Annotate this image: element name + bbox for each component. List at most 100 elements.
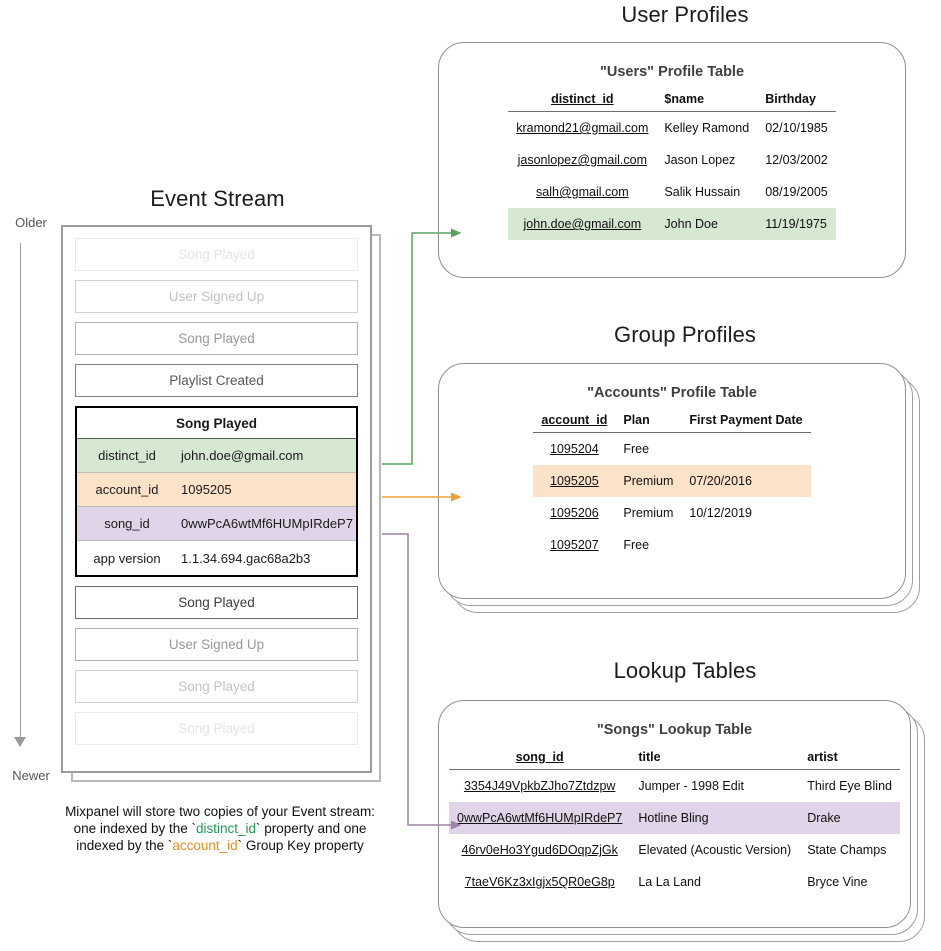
caption-token-distinct-id: distinct_id bbox=[195, 821, 257, 836]
event-property-value: 1.1.34.694.gac68a2b3 bbox=[181, 550, 311, 566]
event-list-item[interactable]: Song Played bbox=[75, 322, 358, 355]
table-cell: Kelley Ramond bbox=[664, 121, 750, 135]
event-list-item-label: Song Played bbox=[178, 247, 255, 262]
event-list-item-label: Song Played bbox=[178, 595, 255, 610]
songs-card-title: "Songs" Lookup Table bbox=[596, 722, 753, 738]
axis-line bbox=[20, 243, 21, 741]
column-header: title bbox=[630, 748, 800, 770]
event-list-item[interactable]: Song Played bbox=[75, 712, 358, 745]
column-header: distinct_id bbox=[508, 90, 657, 112]
caption-line-2-pre: one indexed by the ` bbox=[73, 821, 196, 836]
event-list-item[interactable]: Song Played bbox=[75, 238, 358, 271]
table-cell: Drake bbox=[799, 802, 900, 834]
time-axis: Older Newer bbox=[0, 215, 62, 785]
page-title-lookup-tables: Lookup Tables bbox=[613, 658, 757, 683]
table-cell: 1095204 bbox=[550, 442, 599, 456]
table-cell: Bryce Vine bbox=[807, 875, 868, 889]
event-property-key: song_id bbox=[104, 516, 150, 531]
table-cell: Premium bbox=[615, 465, 682, 497]
page-title-user-profiles: User Profiles bbox=[621, 2, 749, 27]
table-cell: 10/12/2019 bbox=[689, 506, 752, 520]
event-property-key: distinct_id bbox=[98, 448, 156, 463]
event-list-item[interactable]: Playlist Created bbox=[75, 364, 358, 397]
table-cell: john.doe@gmail.com bbox=[508, 208, 657, 240]
table-cell: Premium bbox=[623, 506, 674, 520]
axis-label-older: Older bbox=[15, 215, 47, 230]
table-cell: salh@gmail.com bbox=[536, 185, 629, 199]
table-cell: 46rv0eHo3Ygud6DOqpZjGk bbox=[461, 843, 618, 857]
caption-line-3: indexed by the `account_id` Group Key pr… bbox=[30, 837, 410, 854]
table-cell bbox=[681, 529, 810, 561]
event-list-item-label: User Signed Up bbox=[168, 637, 265, 652]
selected-event-name: Song Played bbox=[77, 408, 356, 439]
column-header: account_id bbox=[533, 411, 616, 433]
event-property-key: app version bbox=[93, 550, 161, 566]
table-cell: 0wwPcA6wtMf6HUMpIRdeP7 bbox=[449, 802, 631, 834]
table-cell bbox=[681, 433, 810, 466]
table-row[interactable]: 1095207 Free bbox=[533, 529, 810, 561]
event-list-item[interactable]: User Signed Up bbox=[75, 628, 358, 661]
event-property-row: app version 1.1.34.694.gac68a2b3 bbox=[77, 541, 356, 575]
table-cell: jasonlopez@gmail.com bbox=[517, 153, 648, 167]
table-cell: Jumper - 1998 Edit bbox=[638, 779, 744, 793]
table-cell: 1095207 bbox=[550, 538, 599, 552]
table-row[interactable]: jasonlopez@gmail.com Jason Lopez 12/03/200… bbox=[508, 144, 836, 176]
event-list-item[interactable]: Song Played bbox=[75, 670, 358, 703]
column-header: Plan bbox=[615, 411, 682, 433]
axis-label-newer: Newer bbox=[12, 768, 50, 783]
event-list-item-label: Song Played bbox=[178, 679, 255, 694]
event-list-item-label: Song Played bbox=[178, 331, 255, 346]
table-row[interactable]: salh@gmail.com Salik Hussain 08/19/2005 bbox=[508, 176, 836, 208]
table-cell: Jason Lopez bbox=[664, 153, 736, 167]
event-list-item[interactable]: Song Played bbox=[75, 586, 358, 619]
column-header: Birthday bbox=[757, 90, 836, 112]
table-cell: Salik Hussain bbox=[664, 185, 741, 199]
table-cell: 12/03/2002 bbox=[765, 153, 828, 167]
event-list-item-label: Playlist Created bbox=[169, 373, 264, 388]
table-cell: 11/19/1975 bbox=[757, 208, 836, 240]
table-cell: Third Eye Blind bbox=[807, 779, 892, 793]
caption-line-2: one indexed by the `distinct_id` propert… bbox=[30, 820, 410, 837]
table-cell: 3354J49VpkbZJho7Ztdzpw bbox=[463, 779, 616, 793]
event-property-row: account_id 1095205 bbox=[77, 473, 356, 507]
event-property-value: 0wwPcA6wtMf6HUMpIRdeP7 bbox=[181, 516, 353, 531]
axis-arrow-icon bbox=[14, 737, 26, 747]
event-property-value: 1095205 bbox=[181, 482, 232, 497]
table-cell: La La Land bbox=[638, 875, 701, 889]
table-row[interactable]: 3354J49VpkbZJho7Ztdzpw Jumper - 1998 Edit… bbox=[449, 770, 900, 803]
caption-line-3-post: ` Group Key property bbox=[237, 838, 364, 853]
caption-line-2-post: ` property and one bbox=[256, 821, 367, 836]
event-list-item-label: Song Played bbox=[178, 721, 255, 736]
caption-token-account-id: account_id bbox=[172, 838, 238, 853]
table-cell: John Doe bbox=[656, 208, 758, 240]
table-cell: 1095205 bbox=[533, 465, 616, 497]
event-property-row: song_id 0wwPcA6wtMf6HUMpIRdeP7 bbox=[77, 507, 356, 541]
table-cell: Hotline Bling bbox=[630, 802, 800, 834]
table-cell: Free bbox=[623, 538, 650, 552]
table-cell: 08/19/2005 bbox=[765, 185, 828, 199]
event-property-key: account_id bbox=[95, 482, 159, 497]
event-list-item[interactable]: User Signed Up bbox=[75, 280, 358, 313]
column-header: First Payment Date bbox=[681, 411, 811, 433]
